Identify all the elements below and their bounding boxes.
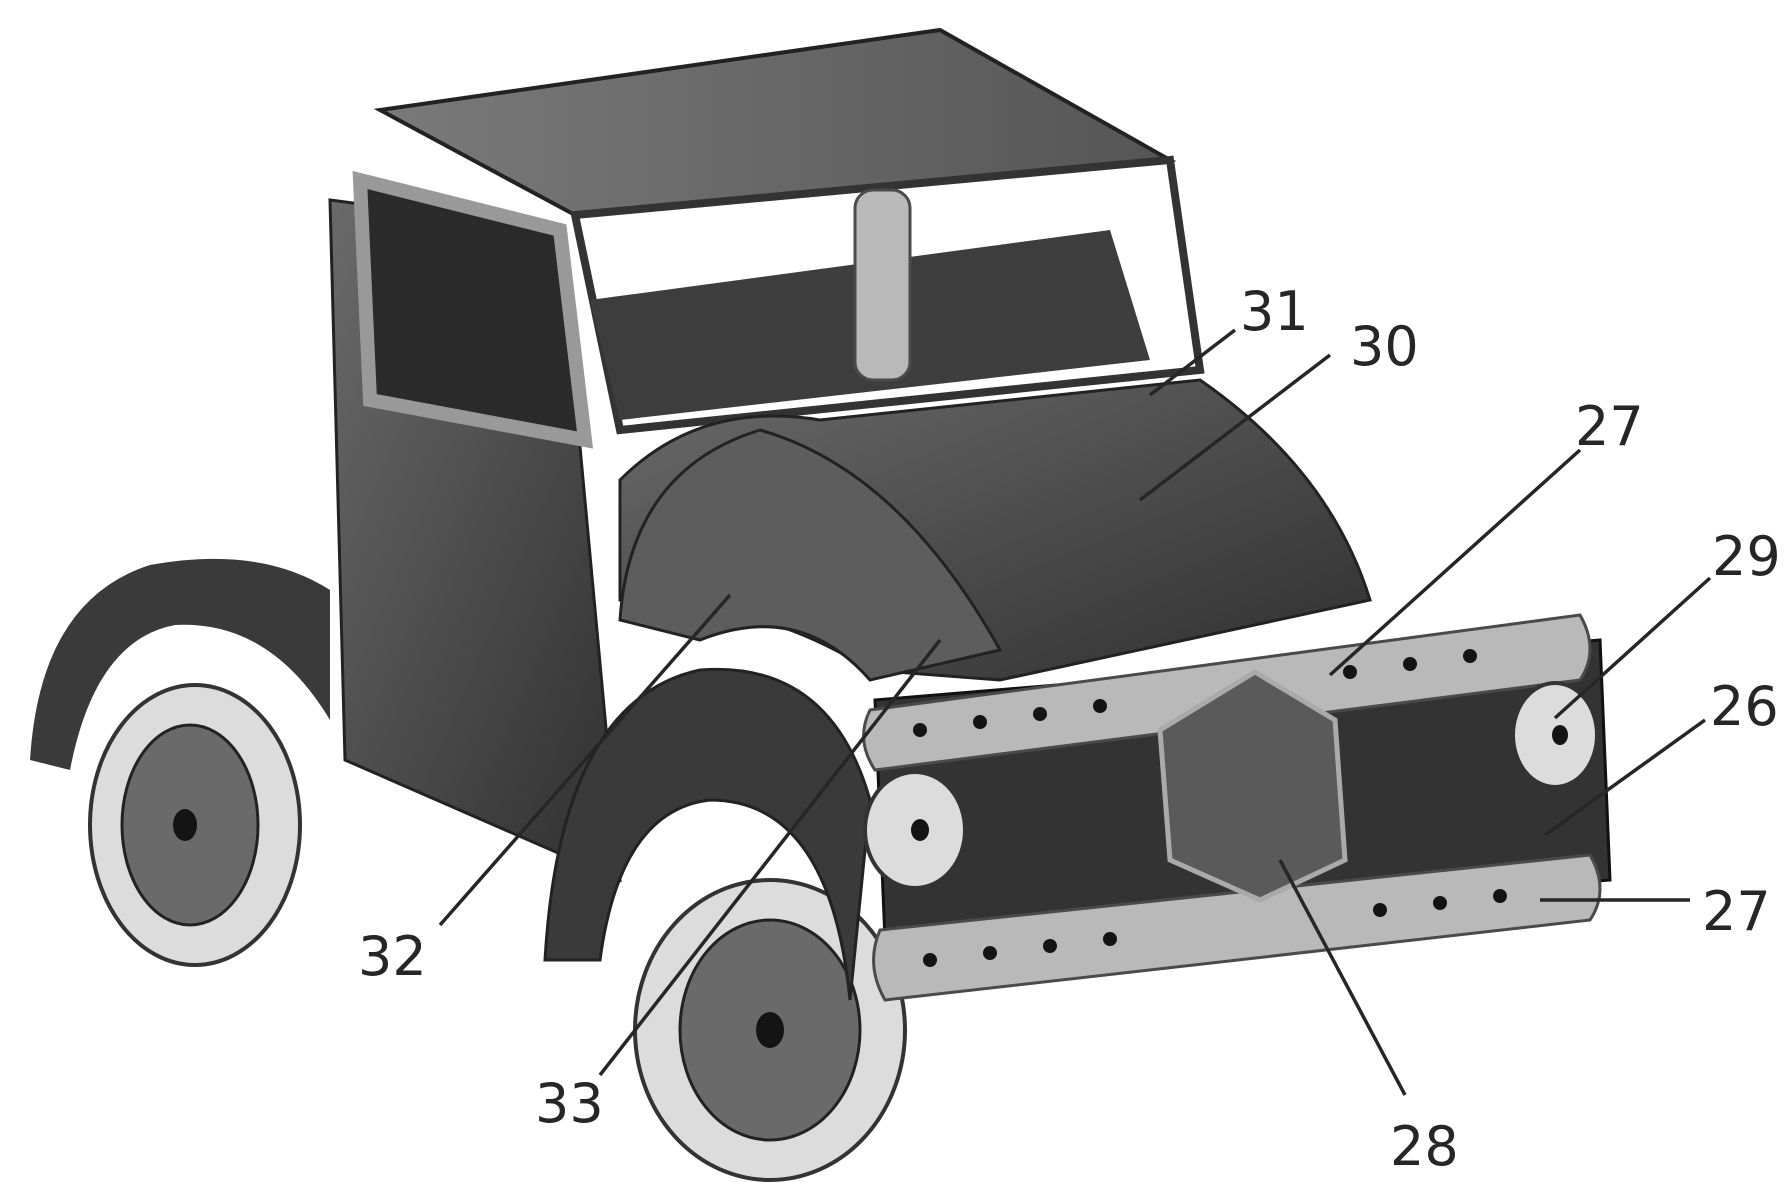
leader-32	[438, 593, 732, 927]
rear-mudguard	[30, 558, 330, 770]
callout-29: 29	[1712, 525, 1781, 588]
cab-side-window	[352, 170, 594, 449]
callout-28: 28	[1390, 1115, 1459, 1178]
callout-32: 32	[358, 925, 427, 988]
callout-33: 33	[535, 1072, 604, 1135]
callout-31: 31	[1240, 280, 1309, 343]
leader-29	[1553, 576, 1712, 720]
leader-30	[1138, 353, 1332, 502]
callout-27-lower: 27	[1702, 880, 1771, 943]
front-wing	[618, 428, 1003, 682]
lower-front-strip	[872, 853, 1602, 1002]
leader-28	[1278, 859, 1407, 1096]
leader-26	[1543, 718, 1707, 837]
windscreen-pillar	[853, 188, 912, 382]
right-headlamp-centre	[1552, 725, 1568, 745]
callout-26: 26	[1710, 675, 1779, 738]
leader-27-upper	[1328, 448, 1582, 677]
rear-wheel	[88, 683, 302, 967]
hexagon-plate	[1157, 669, 1348, 903]
leader-31	[1148, 328, 1237, 397]
callout-30: 30	[1350, 315, 1419, 378]
callout-27-upper: 27	[1575, 395, 1644, 458]
leader-33	[598, 638, 942, 1077]
left-headlamp-centre	[911, 819, 929, 841]
strip-holes	[913, 649, 1507, 967]
front-wheel	[633, 878, 907, 1182]
